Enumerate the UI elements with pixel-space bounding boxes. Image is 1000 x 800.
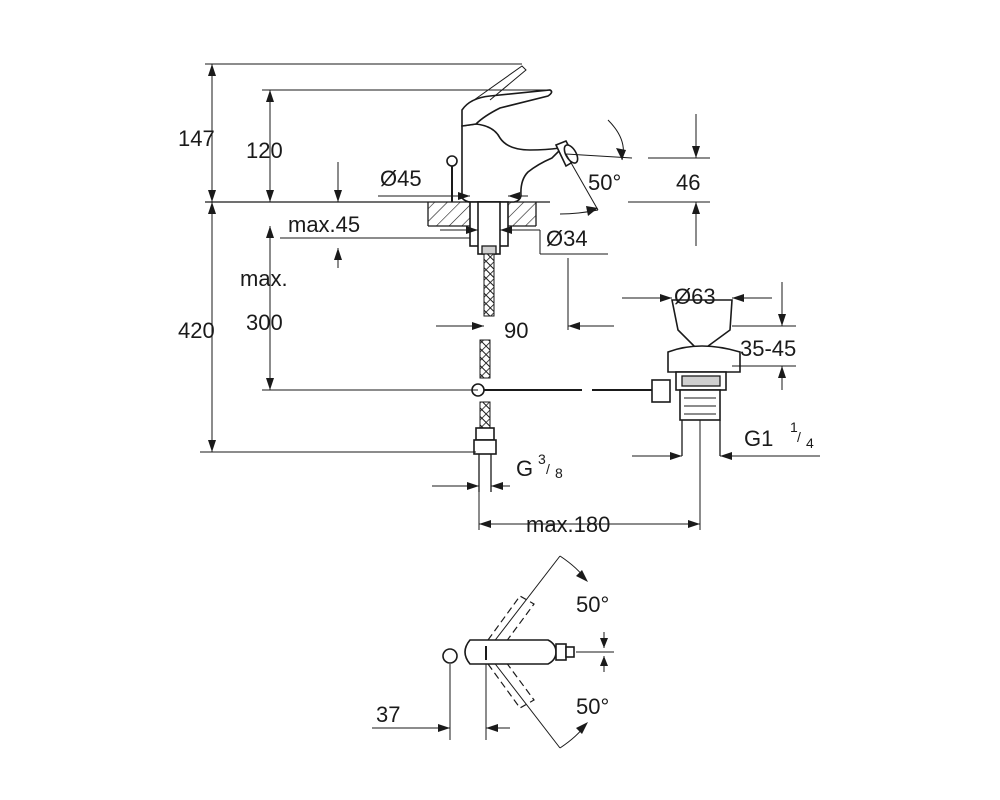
- label-max45: max.45: [288, 212, 360, 237]
- faucet-top-view: [372, 555, 614, 749]
- label-120: 120: [246, 138, 283, 163]
- top-lever: [464, 639, 557, 665]
- waste-plug: [671, 299, 733, 354]
- label-300: 300: [246, 310, 283, 335]
- label-dia63: Ø63: [674, 284, 716, 309]
- label-max: max.: [240, 266, 288, 291]
- dimension-labels: 147 120 Ø45 max.45 50° 46 Ø34 max. 300 4…: [178, 126, 814, 727]
- flex-hose-mid: [479, 339, 491, 379]
- svg-text:/: /: [546, 461, 550, 477]
- label-dia34: Ø34: [546, 226, 588, 251]
- label-g1-main: G1: [744, 426, 773, 451]
- label-50-top: 50°: [588, 170, 621, 195]
- faucet-lever: [461, 89, 553, 127]
- label-90: 90: [504, 318, 528, 343]
- label-50-b: 50°: [576, 694, 609, 719]
- dimension-lines: [200, 63, 820, 530]
- label-35-45: 35-45: [740, 336, 796, 361]
- label-46: 46: [676, 170, 700, 195]
- label-g1-sup: 1: [790, 419, 798, 435]
- label-147: 147: [178, 126, 215, 151]
- svg-text:/: /: [797, 429, 801, 445]
- label-g1-quarter: G1 1 / 4: [744, 419, 814, 451]
- label-g38-sup: 3: [538, 451, 546, 467]
- label-g38-main: G: [516, 456, 533, 481]
- label-50-a: 50°: [576, 592, 609, 617]
- label-g-three-eighths: G 3 / 8: [516, 451, 563, 481]
- flex-hose-top: [483, 253, 495, 317]
- label-dia45: Ø45: [380, 166, 422, 191]
- hose-nut: [475, 427, 495, 441]
- label-37: 37: [376, 702, 400, 727]
- label-max180: max.180: [526, 512, 610, 537]
- label-g1-sub: 4: [806, 435, 814, 451]
- label-g38-sub: 8: [555, 465, 563, 481]
- flex-hose-bottom: [479, 401, 491, 429]
- popup-waste: [471, 299, 741, 456]
- faucet-body: [461, 123, 561, 203]
- label-420: 420: [178, 318, 215, 343]
